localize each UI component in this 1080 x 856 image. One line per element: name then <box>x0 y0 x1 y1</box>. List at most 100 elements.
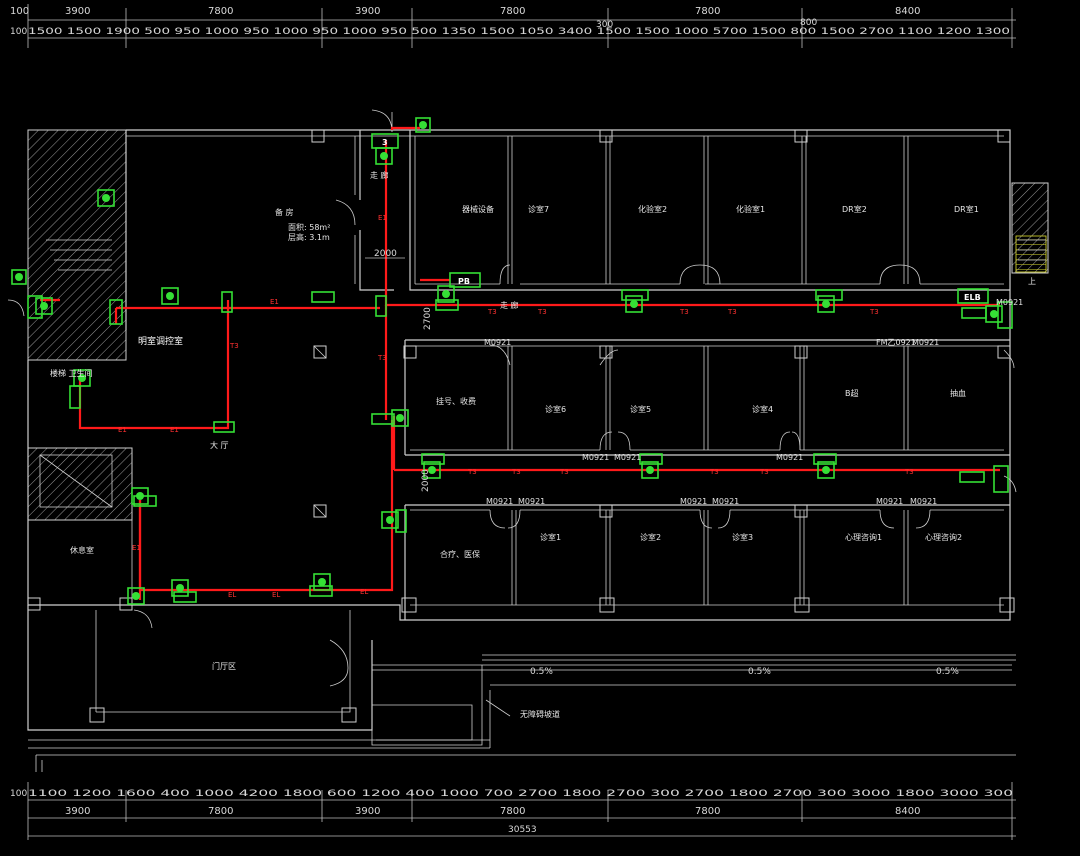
device-ap <box>73 369 91 387</box>
device-ap <box>391 409 409 427</box>
room-labels: 备 房 面积: 58m² 层高: 3.1m 走 廊 器械设备 诊室7 化验室2 … <box>50 170 979 719</box>
device-ap <box>171 579 189 597</box>
room-stair: 楼梯 卫生间 <box>50 368 93 378</box>
wall-box <box>421 453 445 465</box>
room-psych2: 心理咨询2 <box>925 532 962 542</box>
wiring-runs <box>40 126 1000 600</box>
top-dimension-chain: 100 3900 7800 3900 7800 7800 8400 300 10… <box>10 4 1016 48</box>
door-code: M0921 <box>776 453 803 462</box>
wire-label-t3-h: T3 <box>511 468 521 476</box>
bottom-dim-2: 7800 <box>208 806 233 817</box>
slope-a: 0.5% <box>530 667 553 677</box>
door-code: M0921 <box>876 497 903 506</box>
device-ap <box>985 305 1003 323</box>
cabinet-3 <box>371 133 399 149</box>
top-dim-1: 3900 <box>65 6 90 17</box>
wire-label-t3-c: T3 <box>537 308 547 316</box>
room-lounge: 休息室 <box>70 545 94 555</box>
wall-box <box>395 509 407 533</box>
wire-label-e1-c: E1 <box>170 426 179 434</box>
room-corridor-top: 走 廊 <box>370 170 389 180</box>
wall-box <box>213 421 235 433</box>
device-ap <box>375 147 393 165</box>
dim-2700: 2700 <box>423 307 433 330</box>
top-dim-4: 7800 <box>500 6 525 17</box>
stair-up-label: 上 <box>1028 277 1036 286</box>
device-ap <box>11 269 27 285</box>
room-consult3: 诊室3 <box>732 532 753 542</box>
cabinet-elb-label: ELB <box>964 293 981 302</box>
room-consult2: 诊室2 <box>640 532 661 542</box>
room-lab2: 化验室2 <box>638 204 667 214</box>
wall-box <box>311 291 335 303</box>
bottom-dim-4: 7800 <box>500 806 525 817</box>
wall-box <box>109 299 123 325</box>
top-dim-mid: 300 <box>596 20 613 30</box>
wall-box <box>435 299 459 311</box>
bottom-dim-6: 8400 <box>895 806 920 817</box>
wire-label-t3-f: T3 <box>869 308 879 316</box>
top-dim-2: 7800 <box>208 6 233 17</box>
wire-label-el-b: EL <box>272 591 280 599</box>
cabinet-pb-label: PB <box>458 277 470 286</box>
wire-label-e1-b: E1 <box>118 426 127 434</box>
device-ap <box>641 461 659 479</box>
device-ap <box>381 511 399 529</box>
door-code: FM乙0921 <box>876 338 916 347</box>
room-treatment6: 诊室6 <box>545 404 566 414</box>
wall-box <box>959 471 985 483</box>
room-equipment: 器械设备 <box>462 204 494 214</box>
wall-box <box>221 291 233 313</box>
slope-c: 0.5% <box>936 667 959 677</box>
wall-box <box>375 295 387 317</box>
door-code: M0921 <box>910 497 937 506</box>
bottom-dimension-chain: 100 1100 1200 1600 400 1000 4200 1800 60… <box>10 782 1016 840</box>
wall-box <box>961 307 987 319</box>
top-dim2-mid: 800 <box>800 18 817 28</box>
top-dim-5: 7800 <box>695 6 720 17</box>
wire-label-t3-l: T3 <box>904 468 914 476</box>
wall-box <box>997 301 1013 329</box>
wire-label-e1-d: E1 <box>378 214 387 222</box>
wall-box <box>813 453 837 465</box>
wall-box <box>993 465 1009 493</box>
room-corridor-mid: 走 廊 <box>500 300 519 310</box>
bottom-dim-row1: 1100 1200 1600 400 1000 4200 1800 600 12… <box>28 789 1013 799</box>
room-storage-height: 层高: 3.1m <box>288 232 330 242</box>
room-lobby: 门厅区 <box>212 661 236 671</box>
wall-box <box>371 413 395 425</box>
dim-2000-b: 2000 <box>421 469 431 492</box>
bottom-dim-5: 7800 <box>695 806 720 817</box>
door-code: M0921 <box>996 298 1023 307</box>
cabinet-elb <box>957 288 989 304</box>
wire-label-t3-e: T3 <box>727 308 737 316</box>
room-nursing: 抽血 <box>950 388 966 398</box>
room-dr1: DR室1 <box>954 204 979 214</box>
room-triage: 挂号、收费 <box>436 396 476 406</box>
wall-box <box>27 295 43 319</box>
wire-label-e1-e: E1 <box>132 544 141 552</box>
misc-labels: 2000 2700 2000 0.5% 0.5% 0.5% 上 M0921 FM… <box>365 249 1036 677</box>
wall-box <box>309 585 333 597</box>
wall-box <box>69 385 81 409</box>
device-ap <box>127 587 145 605</box>
door-code: M0921 <box>484 338 511 347</box>
room-consult1: 诊室1 <box>540 532 561 542</box>
wall-box <box>621 289 649 301</box>
wire-label-el-c: EL <box>360 588 368 596</box>
room-storage: 备 房 <box>275 207 294 217</box>
door-code: M0921 <box>518 497 545 506</box>
room-lab1: 化验室1 <box>736 204 765 214</box>
wire-label-t3-g: T3 <box>467 468 477 476</box>
wall-box <box>173 591 197 603</box>
top-dim-3: 3900 <box>355 6 380 17</box>
door-code: M0921 <box>582 453 609 462</box>
network-devices: 3 PB ELB <box>11 117 1013 605</box>
device-ap <box>625 295 643 313</box>
device-ap <box>817 461 835 479</box>
door-code: M0921 <box>614 453 641 462</box>
door-code: M0921 <box>912 338 939 347</box>
wire-label-el-a: EL <box>228 591 236 599</box>
room-lighting-ctrl: 明室调控室 <box>138 335 183 347</box>
